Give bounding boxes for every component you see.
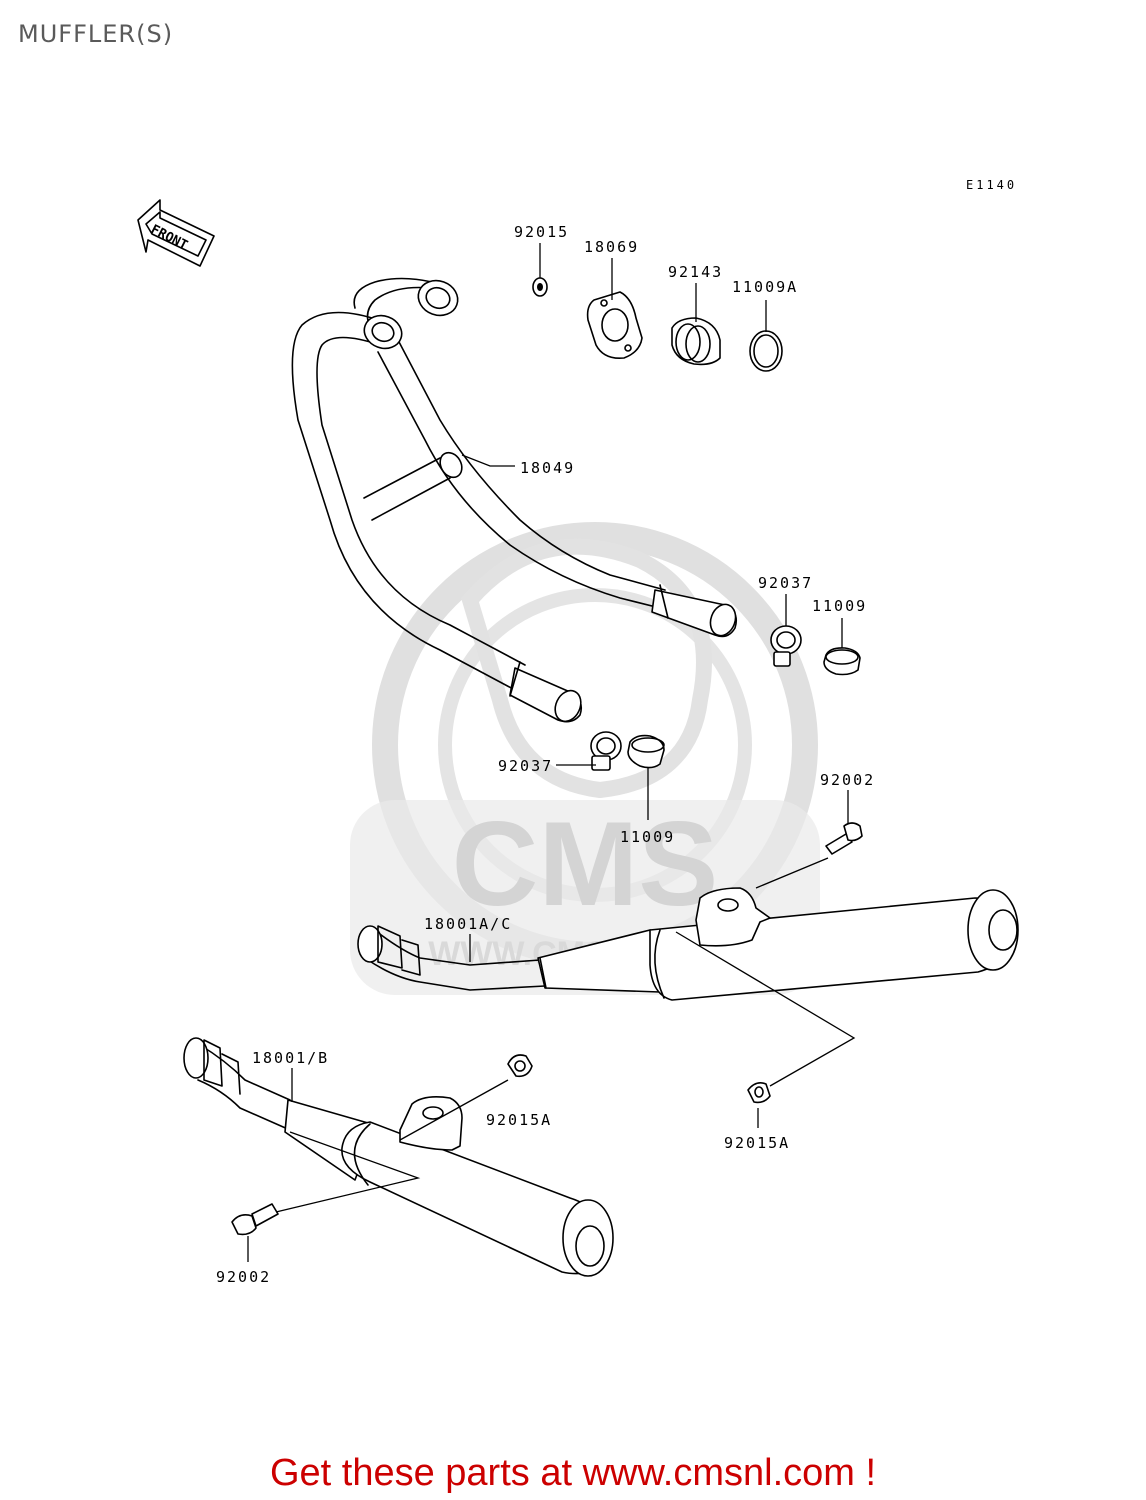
watermark-brand: CMS xyxy=(452,797,719,931)
leader-lines xyxy=(247,243,856,1262)
gasket-11009A xyxy=(749,330,783,372)
collar-92143 xyxy=(671,317,721,366)
gasket-11009-right xyxy=(823,647,861,676)
label-92002-bottom: 92002 xyxy=(216,1268,271,1286)
label-11009A: 11009A xyxy=(732,278,798,296)
clamp-92037-right xyxy=(770,625,802,667)
page-title: MUFFLER(S) xyxy=(18,20,174,48)
label-92015A-right: 92015A xyxy=(724,1134,790,1152)
label-92002-top: 92002 xyxy=(820,771,875,789)
header-pipe-18049 xyxy=(291,277,738,723)
label-92037-right: 92037 xyxy=(758,574,813,592)
label-92143: 92143 xyxy=(668,263,723,281)
gasket-18069 xyxy=(586,291,643,360)
muffler-18001A-C xyxy=(357,887,1019,1001)
clamp-92037-left xyxy=(590,731,622,771)
label-18001-B: 18001/B xyxy=(252,1049,329,1067)
label-92037-left: 92037 xyxy=(498,757,553,775)
label-92015: 92015 xyxy=(514,223,569,241)
bolt-92002-bottom xyxy=(231,1203,279,1236)
nut-92015A-right xyxy=(747,1082,771,1104)
muffler-18001-B xyxy=(183,1037,614,1277)
bolt-92002-top xyxy=(825,822,863,855)
label-18001A-C: 18001A/C xyxy=(424,915,512,933)
label-11009-left: 11009 xyxy=(620,828,675,846)
diagram-code: E1140 xyxy=(966,178,1017,192)
label-18049: 18049 xyxy=(520,459,575,477)
label-92015A-left: 92015A xyxy=(486,1111,552,1129)
label-18069: 18069 xyxy=(584,238,639,256)
nut-92015 xyxy=(532,277,548,297)
label-11009-right: 11009 xyxy=(812,597,867,615)
cmsnl-parts-link[interactable]: Get these parts at www.cmsnl.com ! xyxy=(269,1452,877,1494)
front-arrow-icon: FRONT xyxy=(137,199,215,267)
nut-92015A-left xyxy=(507,1054,533,1078)
gasket-11009-left xyxy=(627,734,665,769)
